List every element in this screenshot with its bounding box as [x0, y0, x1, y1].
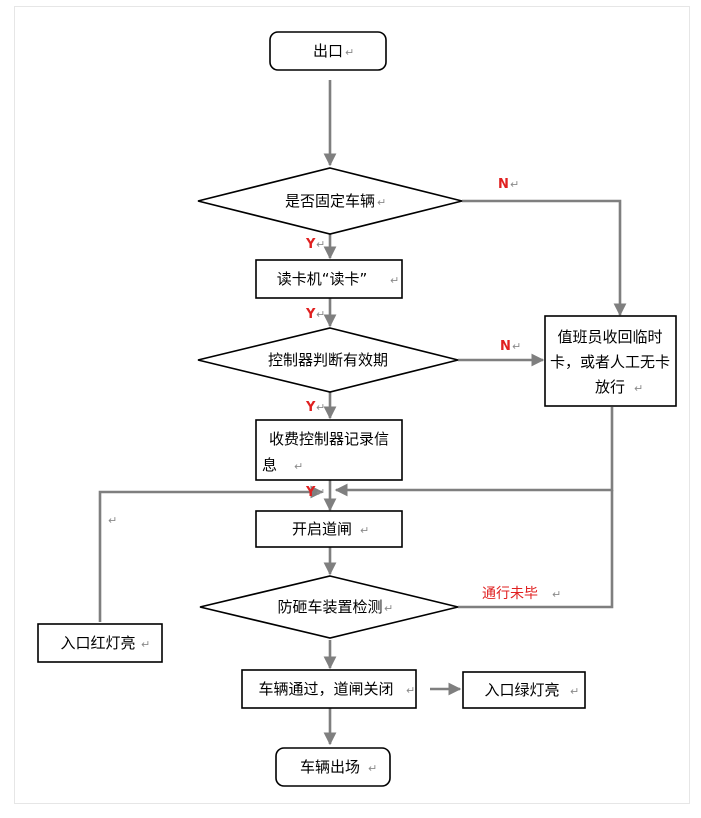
- node-exit-label: 车辆出场: [300, 758, 360, 776]
- return-marks: ↵ ↵ ↵ ↵ ↵ ↵ ↵ ↵ ↵ ↵ ↵ ↵ ↵ ↵ ↵ ↵ ↵ ↵ ↵: [108, 46, 643, 775]
- process-attendant-line1: 值班员收回临时: [557, 328, 662, 346]
- edge-labels: Y Y Y Y N N 通行未毕: [305, 177, 538, 602]
- node-start-label: 出口: [313, 42, 343, 60]
- label-n-fixed: N: [498, 177, 509, 192]
- process-attendant: 值班员收回临时 卡，或者人工无卡 放行: [544, 315, 677, 407]
- decision-is-fixed: 是否固定车辆: [197, 167, 463, 235]
- process-red-light-label: 入口红灯亮: [60, 634, 135, 652]
- return-mark-anti-smash: ↵: [384, 602, 393, 615]
- edge-fixed-no-to-attendant: [462, 199, 627, 317]
- label-y-readcard: Y: [305, 307, 316, 322]
- return-mark-y-record: ↵: [316, 486, 325, 499]
- return-mark-exit: ↵: [368, 762, 377, 775]
- label-y-fixed: Y: [305, 237, 316, 252]
- process-red-light: 入口红灯亮: [37, 623, 163, 663]
- return-mark-record: ↵: [294, 460, 303, 473]
- process-read-card-label: 读卡机“读卡”: [277, 270, 368, 288]
- return-mark-green-light: ↵: [570, 685, 579, 698]
- process-read-card: 读卡机“读卡”: [255, 259, 403, 299]
- process-green-light-label: 入口绿灯亮: [484, 681, 559, 699]
- return-mark-y-fixed: ↵: [316, 238, 325, 251]
- process-pass-close-label: 车辆通过，道闸关闭: [258, 680, 393, 698]
- process-open-gate-label: 开启道闸: [292, 520, 352, 538]
- return-mark-attendant: ↵: [634, 382, 643, 395]
- decision-is-fixed-label: 是否固定车辆: [285, 192, 375, 210]
- return-mark-red-light: ↵: [141, 638, 150, 651]
- decision-anti-smash: 防砸车装置检测: [199, 575, 459, 639]
- return-mark-open-gate: ↵: [360, 524, 369, 537]
- return-mark-is-fixed: ↵: [377, 196, 386, 209]
- edge-antismash-notpassed-back: [458, 490, 614, 609]
- return-mark-y-valid: ↵: [316, 401, 325, 414]
- return-mark-start: ↵: [345, 46, 354, 59]
- process-record: 收费控制器记录信 息: [255, 419, 403, 481]
- decision-valid: 控制器判断有效期: [197, 327, 459, 393]
- return-mark-y-readcard: ↵: [316, 308, 325, 321]
- return-mark-n-valid: ↵: [512, 340, 521, 353]
- process-pass-close: 车辆通过，道闸关闭: [241, 669, 417, 709]
- diagram-frame: [14, 6, 690, 804]
- return-mark-read-card: ↵: [390, 274, 399, 287]
- node-exit: 车辆出场: [275, 747, 391, 787]
- return-mark-n-fixed: ↵: [510, 178, 519, 191]
- edges: [98, 80, 627, 746]
- label-not-passed: 通行未毕: [482, 586, 538, 602]
- process-attendant-line2: 卡，或者人工无卡: [550, 353, 670, 371]
- return-mark-pass-close: ↵: [406, 684, 415, 697]
- decision-anti-smash-label: 防砸车装置检测: [277, 598, 382, 616]
- process-open-gate: 开启道闸: [255, 510, 403, 548]
- label-y-valid: Y: [305, 400, 316, 415]
- decision-valid-label: 控制器判断有效期: [268, 351, 388, 369]
- label-y-record: Y: [305, 485, 316, 500]
- process-record-label-line1: 收费控制器记录信: [269, 430, 389, 448]
- return-mark-left: ↵: [108, 514, 117, 527]
- edge-redlight-back: [98, 485, 324, 622]
- return-mark-not-passed: ↵: [552, 588, 561, 601]
- process-record-label-line2: 息: [262, 456, 277, 474]
- label-n-valid: N: [500, 339, 511, 354]
- node-start: 出口: [269, 31, 387, 71]
- process-attendant-line3: 放行: [595, 378, 625, 396]
- process-green-light: 入口绿灯亮: [462, 671, 586, 709]
